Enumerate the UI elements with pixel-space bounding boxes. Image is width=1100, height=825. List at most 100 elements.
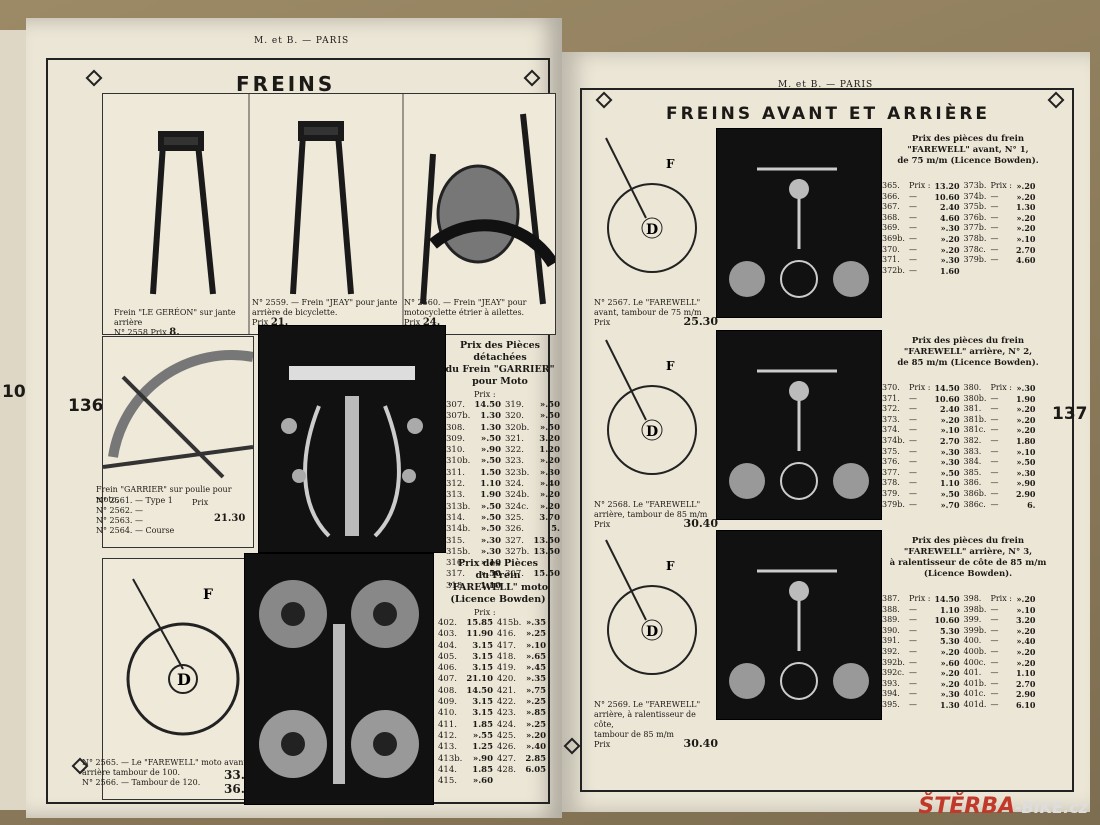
- price-table-cell: —: [908, 657, 917, 667]
- garrier-model: N° 2564. — Course: [96, 526, 175, 535]
- price-table-cell: 391.: [882, 636, 900, 646]
- price-table-cell: 14.50: [934, 594, 960, 604]
- price-table-cell: ».20: [1016, 657, 1036, 668]
- price-table-cell: —: [908, 244, 917, 254]
- price-table-cell: 4.60: [1015, 255, 1036, 266]
- svg-text:F: F: [666, 157, 675, 171]
- title-line: (Licence Bowden): [450, 594, 546, 605]
- price-table-cell: 320.: [505, 411, 524, 422]
- price-table-cell: —: [990, 435, 999, 445]
- price-table-cell: 386c.: [963, 499, 986, 509]
- price-table-cell: 3.15: [472, 697, 493, 708]
- title-line: "FAREWELL" arrière, N° 3,: [903, 547, 1033, 557]
- price-table-cell: 400.: [963, 636, 982, 646]
- price-table-cell: ».85: [525, 708, 547, 719]
- price-table-cell: —: [908, 393, 917, 403]
- price-table-cell: 416.: [497, 629, 516, 640]
- price-table-cell: ».50: [539, 400, 560, 410]
- price-table-cell: 392.: [882, 646, 900, 656]
- price-table-cell: ».50: [539, 422, 560, 433]
- price-table-cell: ».55: [472, 730, 493, 741]
- title-line: "FAREWELL" avant, N° 1,: [907, 145, 1029, 155]
- right-header: M. et B. — PARIS: [778, 80, 874, 90]
- price-table-cell: 385.: [963, 467, 982, 477]
- caption-line: Prix: [594, 740, 611, 749]
- price-value: 8.: [169, 327, 180, 338]
- price-table-cell: —: [990, 689, 999, 699]
- price-table-cell: —: [990, 393, 999, 403]
- price-table-cell: 378b.: [963, 233, 987, 243]
- price-table-cell: 1.25: [472, 742, 493, 753]
- price-table-cell: 307.: [505, 569, 524, 580]
- price-table-cell: —: [908, 604, 917, 614]
- price-table-cell: —: [990, 604, 999, 614]
- title-line: "FAREWELL" moto: [447, 582, 549, 593]
- price-table-cell: —: [990, 657, 999, 667]
- price-table-cell: ».30: [940, 689, 960, 700]
- title-line: "FAREWELL" arrière, N° 2,: [903, 347, 1033, 357]
- price-table-cell: —: [908, 615, 917, 625]
- price-table-cell: 379b.: [882, 499, 905, 509]
- farewell-moto-col-header: Prix :: [474, 608, 496, 617]
- price-table-cell: 367.: [882, 202, 900, 212]
- price-table-cell: 372b.: [882, 265, 905, 275]
- price-table-cell: ».30: [940, 223, 960, 234]
- price-table-cell: 1.10: [480, 479, 501, 490]
- price-table-cell: ».40: [525, 742, 547, 753]
- caption-text: N° 2560. — Frein "JEAY" pour motocyclett…: [404, 298, 527, 317]
- price-table-cell: 389.: [882, 615, 900, 625]
- price-table-cell: 378c.: [963, 244, 986, 254]
- price-table-cell: —: [908, 414, 917, 424]
- title-line: Prix des pièces du frein: [911, 336, 1025, 346]
- price-table-cell: ».20: [1016, 414, 1036, 425]
- price-table-cell: 21.10: [466, 674, 493, 685]
- price-table-cell: 413b.: [438, 753, 463, 764]
- price-table-cell: ».20: [940, 678, 960, 689]
- price-table-cell: 380.: [963, 383, 982, 392]
- right-title: FREINS AVANT ET ARRIÈRE: [666, 104, 991, 124]
- price-table-cell: ».20: [940, 646, 960, 657]
- price-table-cell: ».20: [1016, 404, 1036, 415]
- price-table-cell: 374.: [882, 425, 900, 435]
- price-table-cell: 313b.: [446, 501, 471, 512]
- svg-text:D: D: [177, 670, 191, 689]
- price-table-cell: ».10: [940, 425, 960, 436]
- fork-brake-illustrations: [150, 94, 555, 334]
- price-label: Prix: [404, 318, 421, 327]
- price-table-cell: ».50: [480, 433, 501, 444]
- price-value: 24.: [422, 317, 441, 328]
- price-table-cell: 373b.: [963, 181, 987, 190]
- svg-text:F: F: [203, 587, 213, 603]
- top-brakes-panel: [102, 93, 556, 335]
- price-table-cell: 365.: [882, 181, 900, 190]
- price-table-cell: 1.50: [480, 467, 501, 478]
- price-table-cell: [988, 266, 1014, 277]
- price-table-cell: ».60: [472, 776, 493, 787]
- price-table-cell: 395.: [882, 699, 900, 709]
- caption-text: N° 2559. — Frein "JEAY" pour jante arriè…: [252, 298, 398, 317]
- price-table-cell: —: [990, 414, 999, 424]
- price-table-cell: 378.: [882, 478, 900, 488]
- price-table-cell: 2.40: [940, 202, 960, 213]
- price-table-cell: 5.30: [940, 636, 960, 647]
- price-table-cell: ».20: [1016, 181, 1036, 191]
- title-line: Prix des Pièces: [457, 558, 539, 569]
- price-table-cell: 388.: [882, 604, 900, 614]
- price-table-cell: 1.30: [940, 699, 960, 710]
- price-table-cell: [523, 776, 548, 787]
- price-table-cell: 1.80: [1015, 435, 1036, 446]
- caption-text: Frein "LE GERÉON" sur jante arrière: [114, 308, 236, 327]
- price-table-cell: 1.90: [1015, 393, 1036, 404]
- title-line: Prix des pièces du frein: [911, 536, 1025, 546]
- caption-line: N° 2568. Le "FAREWELL": [594, 500, 701, 509]
- price-table-cell: 371.: [882, 393, 900, 403]
